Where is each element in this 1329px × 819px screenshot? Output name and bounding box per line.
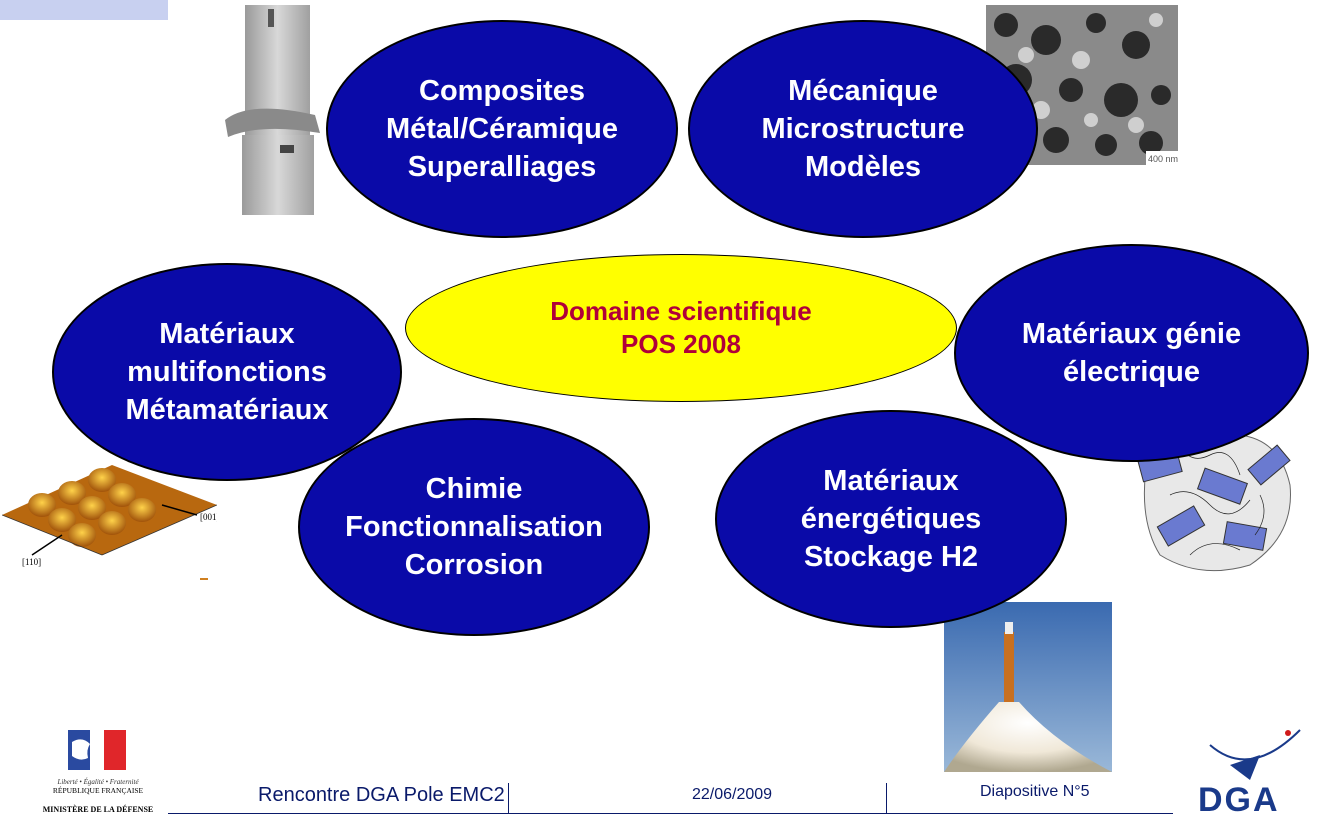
ellipse-energetiques: Matériaux énergétiques Stockage H2 — [715, 410, 1067, 628]
footer-slide-number: Diapositive N°5 — [980, 783, 1090, 800]
ellipse-multifonctions-line-3: Métamatériaux — [125, 394, 329, 426]
ellipse-genie-electrique: Matériaux génie électrique — [954, 244, 1309, 462]
ministry-text: MINISTÈRE DE LA DÉFENSE — [42, 805, 154, 814]
afm-surface-image: [001] [110] — [2, 465, 217, 567]
ellipse-mecanique-line-3: Modèles — [804, 151, 922, 183]
corner-decoration — [0, 0, 168, 20]
marianne-flag-icon — [68, 730, 126, 770]
ellipse-energetiques-line-2: énergétiques — [800, 503, 982, 535]
turbine-blade-image — [225, 5, 320, 215]
ellipse-mecanique-line-1: Mécanique — [788, 75, 938, 107]
footer-divider-1 — [508, 783, 509, 813]
ellipse-composites-line-2: Métal/Céramique — [385, 113, 619, 145]
ellipse-energetiques-line-1: Matériaux — [823, 465, 959, 497]
center-title: Domaine scientifique — [550, 296, 812, 326]
republique-francaise-logo: Liberté • Égalité • Fraternité RÉPUBLIQU… — [38, 730, 158, 816]
ellipse-chimie-line-2: Fonctionnalisation — [345, 511, 603, 543]
footer-divider-2 — [886, 783, 887, 813]
ellipse-energetiques-line-3: Stockage H2 — [803, 541, 979, 573]
afm-mark — [200, 578, 208, 580]
footer-event: Rencontre DGA Pole EMC2 — [258, 784, 505, 806]
ellipse-chimie-line-3: Corrosion — [404, 549, 544, 581]
republic-text: RÉPUBLIQUE FRANÇAISE — [52, 786, 144, 795]
ellipse-mecanique-line-2: Microstructure — [761, 113, 965, 145]
ellipse-multifonctions-line-2: multifonctions — [127, 356, 327, 388]
ellipse-genie-line-1: Matériaux génie — [1021, 318, 1242, 350]
dga-emblem-icon — [1209, 729, 1301, 780]
afm-label-001: [001] — [200, 512, 217, 522]
ellipse-composites-line-3: Superalliages — [407, 151, 597, 183]
afm-label-110: [110] — [22, 557, 41, 567]
rocket-launch-image — [944, 602, 1112, 772]
footer-date: 22/06/2009 — [692, 786, 773, 803]
ellipse-chimie-line-1: Chimie — [425, 473, 523, 505]
ellipse-composites: Composites Métal/Céramique Superalliages — [326, 20, 678, 238]
motto-text: Liberté • Égalité • Fraternité — [57, 778, 139, 786]
ellipse-multifonctions-line-1: Matériaux — [159, 318, 295, 350]
ellipse-mecanique: Mécanique Microstructure Modèles — [688, 20, 1038, 238]
ellipse-chimie: Chimie Fonctionnalisation Corrosion — [298, 418, 650, 636]
ellipse-genie-line-2: électrique — [1063, 356, 1200, 388]
ellipse-multifonctions: Matériaux multifonctions Métamatériaux — [52, 263, 402, 481]
center-subtitle: POS 2008 — [621, 329, 741, 359]
dga-text: DGA — [1198, 781, 1280, 819]
dga-logo: DGA — [1190, 725, 1310, 819]
scale-label: 400 nm — [1148, 154, 1178, 164]
ellipse-composites-line-1: Composites — [419, 75, 585, 107]
ellipse-domaine-scientifique: Domaine scientifique POS 2008 — [405, 254, 957, 402]
footer-underline — [168, 813, 1173, 814]
